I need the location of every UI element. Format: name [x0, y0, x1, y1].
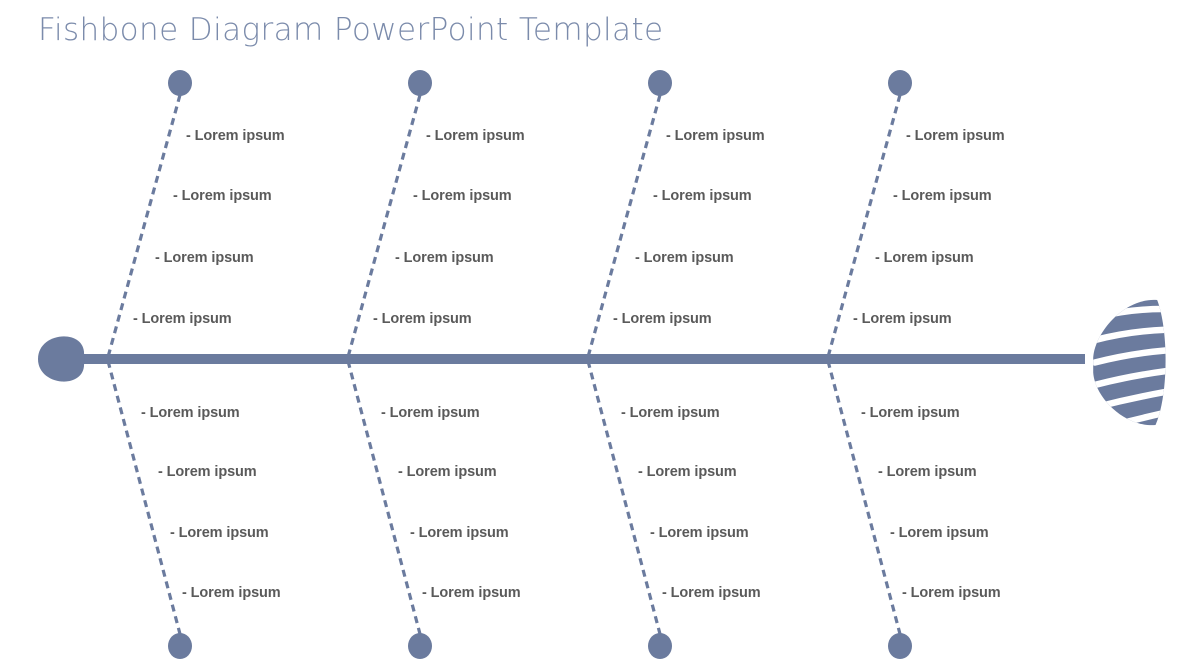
node-top-2[interactable] — [408, 70, 432, 96]
bone-label[interactable]: - Lorem ipsum — [141, 405, 240, 421]
branch-line-bottom-4 — [826, 360, 902, 635]
branch-line-bottom-2 — [346, 360, 422, 635]
bone-label[interactable]: - Lorem ipsum — [650, 525, 749, 541]
fish-tail-fan — [1093, 288, 1166, 426]
bone-label[interactable]: - Lorem ipsum — [173, 188, 272, 204]
tail-stripe — [1093, 347, 1166, 366]
bone-label[interactable]: - Lorem ipsum — [158, 464, 257, 480]
branch-line-bottom-1 — [106, 360, 182, 635]
bone-label[interactable]: - Lorem ipsum — [398, 464, 497, 480]
bone-label[interactable]: - Lorem ipsum — [381, 405, 480, 421]
branch-line-top-1 — [106, 94, 182, 358]
branch-line-top-4 — [826, 94, 902, 358]
bone-label[interactable]: - Lorem ipsum — [666, 128, 765, 144]
bone-label[interactable]: - Lorem ipsum — [653, 188, 752, 204]
bone-label[interactable]: - Lorem ipsum — [853, 311, 952, 327]
tail-stripe — [1095, 288, 1166, 295]
branch-line-top-2 — [346, 94, 422, 358]
fish-head-arrow — [38, 336, 85, 382]
bone-label[interactable]: - Lorem ipsum — [890, 525, 989, 541]
page-title: Fishbone Diagram PowerPoint Template — [38, 12, 664, 48]
node-bottom-4[interactable] — [888, 633, 912, 659]
bone-label[interactable]: - Lorem ipsum — [662, 585, 761, 601]
bone-label[interactable]: - Lorem ipsum — [613, 311, 712, 327]
bone-label[interactable]: - Lorem ipsum — [426, 128, 525, 144]
bone-label[interactable]: - Lorem ipsum — [413, 188, 512, 204]
tail-stripe — [1093, 367, 1166, 389]
bone-label[interactable]: - Lorem ipsum — [186, 128, 285, 144]
bone-label[interactable]: - Lorem ipsum — [422, 585, 521, 601]
bone-label[interactable]: - Lorem ipsum — [861, 405, 960, 421]
bone-label[interactable]: - Lorem ipsum — [875, 250, 974, 266]
branch-lines-group — [106, 94, 902, 635]
bone-label[interactable]: - Lorem ipsum — [410, 525, 509, 541]
branch-line-bottom-3 — [586, 360, 662, 635]
spine-group — [38, 288, 1166, 426]
bone-label[interactable]: - Lorem ipsum — [902, 585, 1001, 601]
node-top-3[interactable] — [648, 70, 672, 96]
bone-label[interactable]: - Lorem ipsum — [906, 128, 1005, 144]
bone-label[interactable]: - Lorem ipsum — [878, 464, 977, 480]
node-bottom-1[interactable] — [168, 633, 192, 659]
node-top-4[interactable] — [888, 70, 912, 96]
node-bottom-2[interactable] — [408, 633, 432, 659]
bone-label[interactable]: - Lorem ipsum — [635, 250, 734, 266]
node-top-1[interactable] — [168, 70, 192, 96]
bone-label[interactable]: - Lorem ipsum — [182, 585, 281, 601]
bone-label[interactable]: - Lorem ipsum — [893, 188, 992, 204]
bone-label[interactable]: - Lorem ipsum — [155, 250, 254, 266]
main-spine — [60, 354, 1085, 364]
bone-label[interactable]: - Lorem ipsum — [373, 311, 472, 327]
branch-line-top-3 — [586, 94, 662, 358]
node-bottom-3[interactable] — [648, 633, 672, 659]
bone-label[interactable]: - Lorem ipsum — [395, 250, 494, 266]
bone-label[interactable]: - Lorem ipsum — [638, 464, 737, 480]
branch-nodes-group — [168, 70, 912, 659]
bone-label[interactable]: - Lorem ipsum — [133, 311, 232, 327]
bone-label[interactable]: - Lorem ipsum — [621, 405, 720, 421]
tail-stripe — [1093, 326, 1166, 344]
bone-label[interactable]: - Lorem ipsum — [170, 525, 269, 541]
